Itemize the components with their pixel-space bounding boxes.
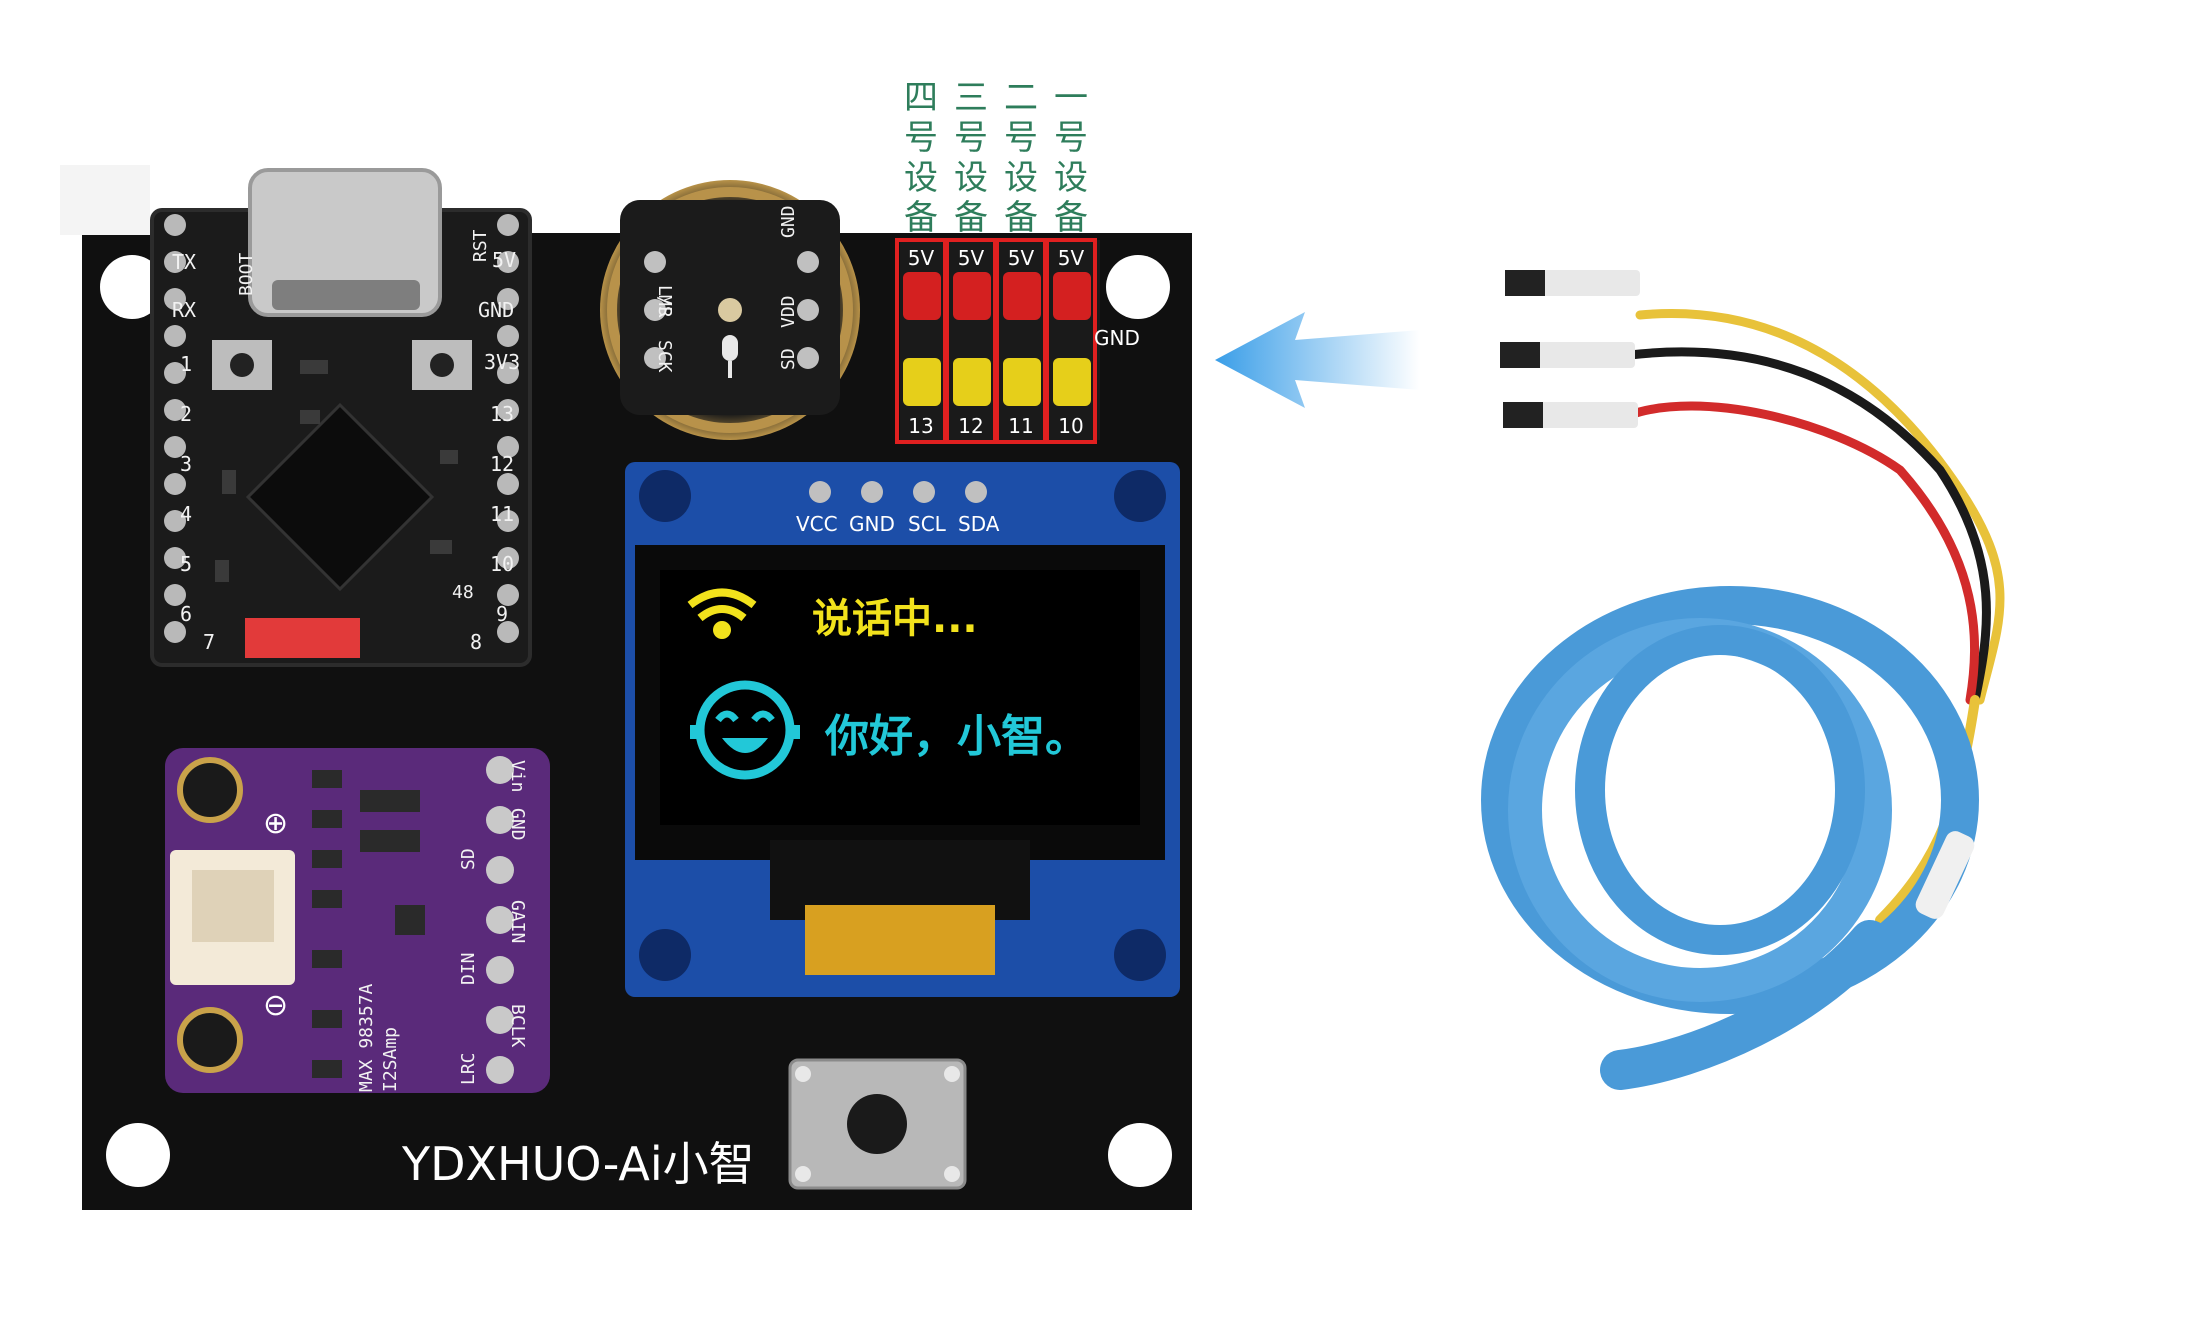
connector-highlight (895, 238, 1097, 444)
amp-pin-label: LRC (458, 1052, 479, 1085)
connector-5v-label: 5V (1007, 246, 1035, 270)
mcu-right-pin-label: GND (478, 298, 515, 322)
device-label-four: 四号设备 (904, 78, 938, 238)
mounting-holes (100, 255, 1172, 1187)
amp-plus-icon: ⊕ (263, 806, 289, 841)
connector-pin-number: 10 (1058, 414, 1084, 438)
oled-pin-label: SCL (908, 512, 946, 536)
mcu-right-pin-label: 5V (492, 248, 517, 272)
amp-pin-label: GND (507, 808, 528, 841)
mcu-right-pin-label: 13 (490, 402, 515, 426)
mcu-left-pin-label: 1 (180, 352, 193, 376)
mcu-right-pin-label: 8 (470, 630, 483, 654)
mcu-right-pin-label: 11 (490, 502, 515, 526)
oled-pin-label: VCC (796, 512, 838, 536)
mcu-left-pin-label: RX (172, 298, 197, 322)
mcu-board (150, 168, 532, 667)
connector-5v-label: 5V (957, 246, 985, 270)
amp-pin-label: BCLK (507, 1004, 528, 1048)
mcu-rst-label: RST (470, 229, 491, 262)
mic-pin-label: SD (778, 348, 799, 370)
amp-pin-label: SD (458, 848, 479, 870)
brand-text: YDXHUO-Ai小智 (402, 1137, 755, 1191)
oled-message-text: 你好，小智。 (825, 711, 1089, 762)
pointer-arrow (1215, 312, 1420, 408)
microphone-module (600, 180, 860, 440)
mic-pin-label: GND (778, 205, 799, 238)
mic-pin-label: VDD (778, 295, 799, 328)
device-label-three: 三号设备 (954, 78, 988, 238)
mcu-left-pin-label: 2 (180, 402, 193, 426)
smiley-face-icon (690, 680, 800, 780)
oled-module (625, 462, 1180, 997)
amp-chip-label: MAX 98357A I2SAmp (356, 983, 401, 1092)
mcu-left-pin-label: 5 (180, 552, 193, 576)
amp-pin-label: DIN (458, 952, 479, 985)
mcu-left-pin-label: 6 (180, 602, 193, 626)
mic-pin-label: SCK (654, 340, 675, 373)
mic-pin-label: MS (654, 295, 675, 317)
device-label-two: 二号设备 (1004, 78, 1038, 238)
oled-pin-label: SDA (958, 512, 1000, 536)
connector-block (895, 238, 1100, 444)
mcu-chip-mark: 48 (452, 582, 474, 603)
device-label-one: 一号设备 (1054, 78, 1088, 238)
mcu-right-pin-label: 12 (490, 452, 515, 476)
led-strip (1481, 270, 2005, 1090)
tactile-button (788, 1058, 967, 1190)
wifi-icon (687, 588, 757, 639)
connector-pin-number: 13 (908, 414, 934, 438)
mcu-left-pin-label: 7 (203, 630, 216, 654)
mcu-right-pin-label: 3V3 (484, 350, 521, 374)
connector-5v-label: 5V (1057, 246, 1085, 270)
mcu-left-pin-label: 4 (180, 502, 193, 526)
mcu-left-pin-label: 3 (180, 452, 193, 476)
mcu-right-pin-label: 10 (490, 552, 515, 576)
mcu-right-pin-label: 9 (496, 602, 509, 626)
connector-pin-number: 11 (1008, 414, 1034, 438)
mcu-left-pin-label: TX (172, 250, 197, 274)
oled-pin-label: GND (849, 512, 895, 536)
amplifier-board (165, 748, 550, 1093)
connector-gnd-label: GND (1094, 326, 1140, 350)
mcu-boot-label: BOOT (236, 252, 257, 296)
amp-pin-label: Vin (507, 760, 528, 793)
amp-pin-label: GAIN (507, 900, 528, 944)
connector-5v-label: 5V (907, 246, 935, 270)
connector-pin-number: 12 (958, 414, 984, 438)
amp-minus-icon: ⊖ (263, 988, 289, 1023)
oled-status-text: 说话中... (812, 596, 978, 642)
